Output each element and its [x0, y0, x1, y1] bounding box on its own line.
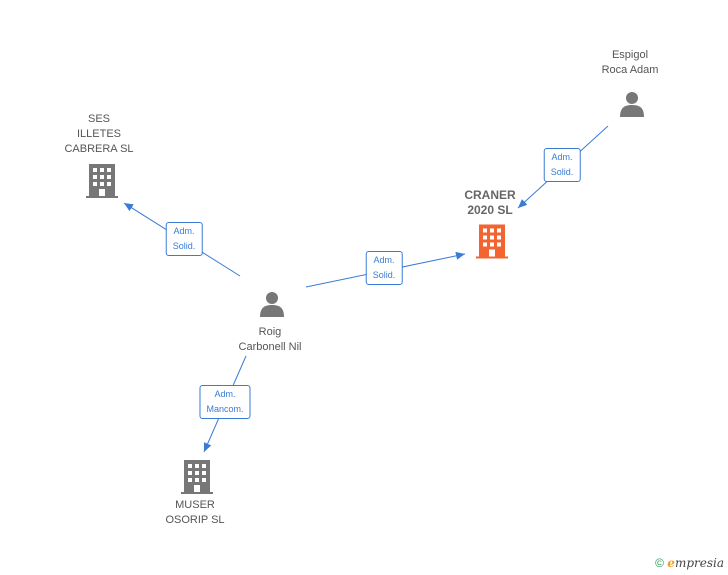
person-icon[interactable]	[618, 90, 646, 118]
brand-initial: e	[667, 556, 675, 570]
edge-label-roig-muser: Adm. Mancom.	[199, 385, 251, 419]
edge-role-line: Adm.	[551, 152, 573, 162]
edge-label-espigol-craner: Adm. Solid.	[543, 148, 581, 182]
edge-role-line: Solid.	[550, 167, 574, 177]
node-name-line: ILLETES	[76, 128, 122, 140]
node-label-craner-2020[interactable]: CRANER 2020 SL	[464, 188, 515, 218]
node-label-ses-illetes-cabrera[interactable]: SES ILLETES CABRERA SL	[64, 112, 133, 157]
edge-role-line: Solid.	[172, 241, 196, 251]
brand-rest: mpresia	[674, 556, 724, 570]
edge-role-line: Adm.	[173, 226, 195, 236]
building-icon[interactable]	[86, 164, 118, 198]
node-label-espigol[interactable]: Espigol Roca Adam	[602, 48, 659, 78]
edge-label-roig-ses: Adm. Solid.	[165, 222, 203, 256]
node-label-roig-carbonell[interactable]: Roig Carbonell Nil	[239, 325, 302, 355]
edge-role-line: Solid.	[372, 270, 396, 280]
edge-role-line: Mancom.	[206, 404, 244, 414]
node-name-line: OSORIP SL	[165, 514, 225, 526]
building-icon[interactable]	[476, 224, 508, 259]
node-name-line: CABRERA SL	[64, 143, 134, 155]
node-name-line: 2020 SL	[467, 203, 513, 217]
node-name-line: Roca Adam	[601, 64, 659, 76]
node-label-muser-osorip[interactable]: MUSER OSORIP SL	[165, 498, 224, 528]
edge-role-line: Adm.	[373, 255, 395, 265]
building-icon[interactable]	[181, 460, 213, 494]
brand-logo: empresia	[667, 556, 724, 570]
node-name-line: Espigol	[611, 49, 649, 61]
node-name-line: CRANER	[464, 188, 516, 202]
node-name-line: Roig	[258, 326, 282, 338]
person-icon[interactable]	[258, 290, 286, 318]
node-name-line: MUSER	[175, 499, 215, 511]
copyright-footer: © empresia	[655, 556, 724, 570]
node-name-line: Carbonell Nil	[238, 341, 302, 353]
node-name-line: SES	[87, 113, 110, 125]
edge-role-line: Adm.	[214, 389, 236, 399]
edge-label-roig-craner: Adm. Solid.	[365, 251, 403, 285]
copyright-icon: ©	[655, 556, 664, 570]
